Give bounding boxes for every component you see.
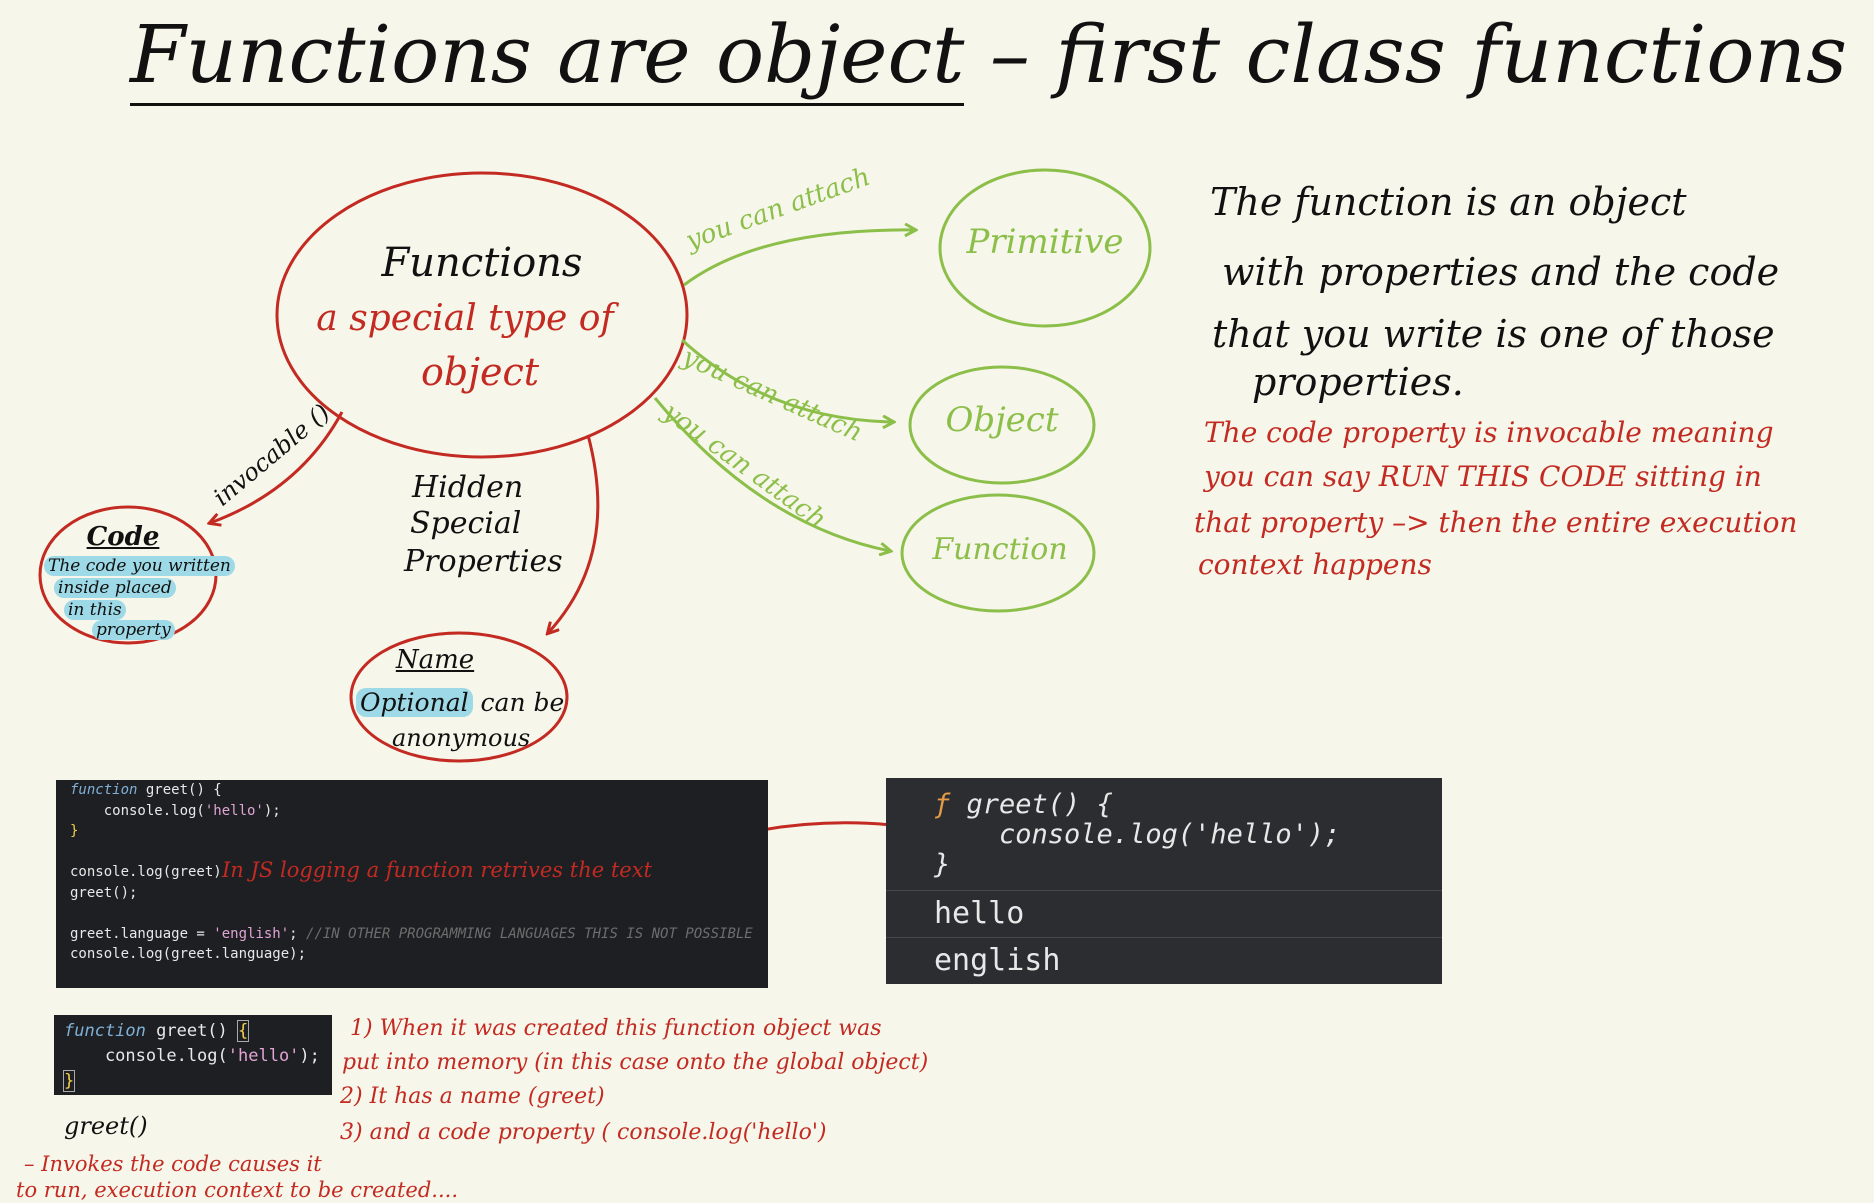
list-item-1: 1) When it was created this function obj… xyxy=(350,1016,882,1041)
note-red-4: context happens xyxy=(1198,548,1432,581)
note-black-2: with properties and the code xyxy=(1222,250,1780,294)
list-item-2: 2) It has a name (greet) xyxy=(340,1084,605,1109)
name-node-title: Name xyxy=(395,645,475,675)
code-node-line3: in this xyxy=(64,600,126,620)
log-annotation: In JS logging a function retrives the te… xyxy=(222,858,652,882)
code-node-line2: inside placed xyxy=(54,578,176,598)
invocable-arrow xyxy=(210,411,344,523)
list-item-3: 3) and a code property ( console.log('he… xyxy=(340,1120,827,1145)
note-black-3: that you write is one of those xyxy=(1212,312,1775,356)
name-node xyxy=(349,631,569,763)
name-arrow xyxy=(548,434,600,633)
code-node-line1: The code you written xyxy=(44,556,235,576)
console-panel: ƒ greet() { console.log('hello'); } hell… xyxy=(886,778,1442,984)
properties-label: Properties xyxy=(404,544,563,579)
attach-arrow-function xyxy=(653,397,890,551)
invoke-note-1: – Invokes the code causes it xyxy=(24,1152,322,1176)
note-red-3: that property –> then the entire executi… xyxy=(1194,506,1798,539)
list-item-1-cont: put into memory (in this case onto the g… xyxy=(342,1050,929,1075)
primitive-label: Primitive xyxy=(966,222,1124,262)
note-red-2: you can say RUN THIS CODE sitting in xyxy=(1204,460,1762,493)
special-label: Special xyxy=(410,506,522,541)
note-red-1: The code property is invocable meaning xyxy=(1204,416,1774,449)
note-black-4: properties. xyxy=(1252,360,1464,404)
functions-subtitle: a special type of xyxy=(316,298,614,339)
hidden-label: Hidden xyxy=(412,470,524,505)
code-node-line4: property xyxy=(92,620,175,640)
attach-arrow-object xyxy=(680,338,893,422)
code-editor-small: function greet() { console.log('hello');… xyxy=(54,1015,332,1095)
code-editor-main: function greet() { console.log('hello');… xyxy=(56,780,768,988)
page-title: Functions are object – first class funct… xyxy=(130,8,1847,106)
greet-call-label: greet() xyxy=(64,1112,148,1140)
object-node xyxy=(908,365,1096,485)
functions-node xyxy=(275,171,689,459)
function-label: Function xyxy=(932,532,1068,567)
function-node xyxy=(900,493,1096,613)
name-node-line2: anonymous xyxy=(392,724,531,752)
invoke-note-2: to run, execution context to be created.… xyxy=(16,1178,458,1202)
console-output-hello: hello xyxy=(886,890,1442,937)
attach-arrow-primitive xyxy=(683,230,915,287)
console-output-english: english xyxy=(886,937,1442,984)
name-node-line1: Optional can be xyxy=(356,688,564,717)
functions-title: Functions xyxy=(381,240,583,286)
functions-object-label: object xyxy=(420,350,540,394)
object-label: Object xyxy=(945,400,1059,440)
primitive-node xyxy=(938,168,1152,328)
note-black-1: The function is an object xyxy=(1210,180,1687,224)
code-node-title: Code xyxy=(86,522,160,552)
